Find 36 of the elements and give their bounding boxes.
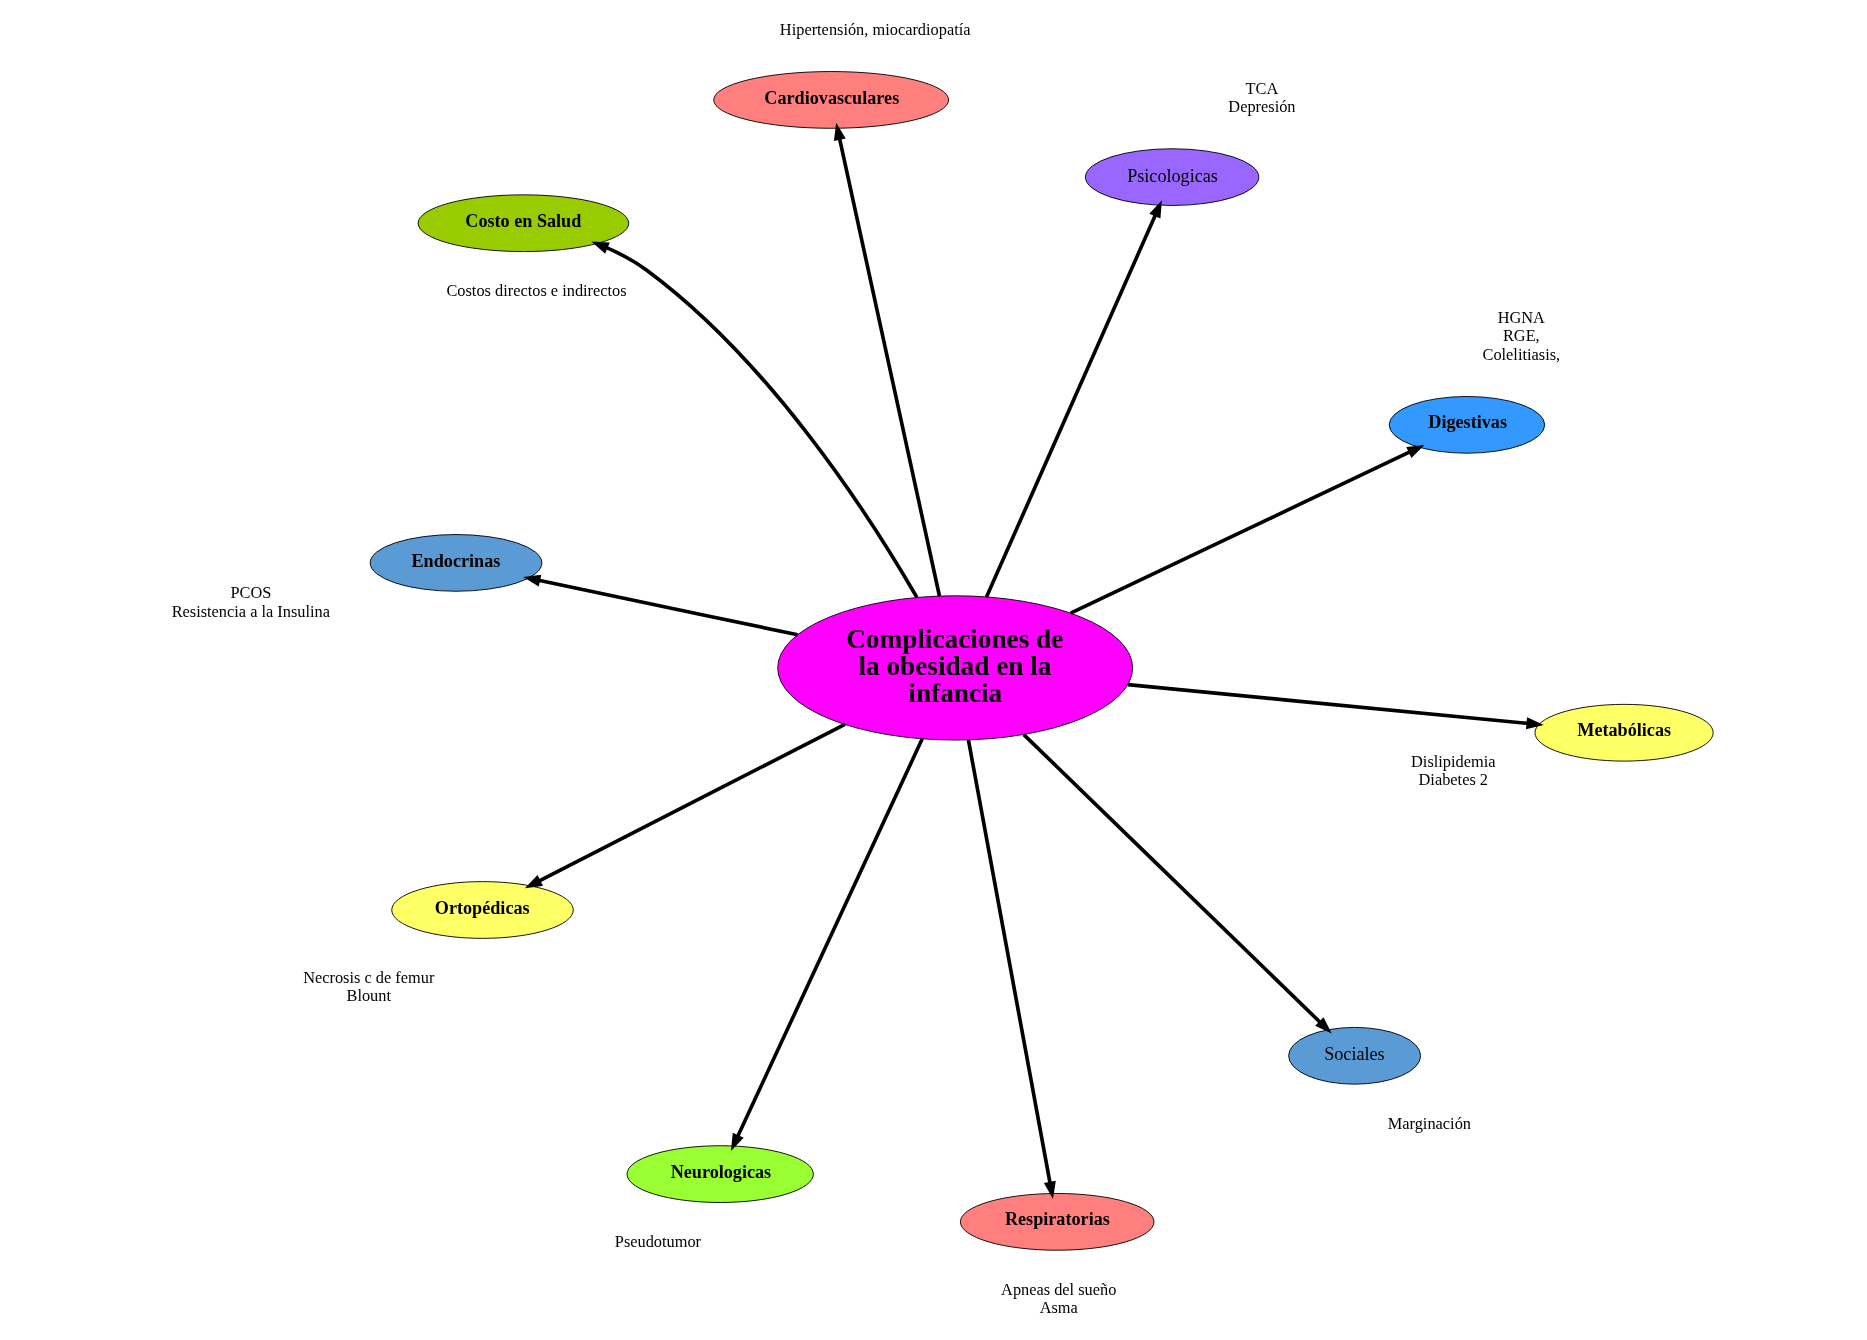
node-label: Hipertensión, miocardiopatía xyxy=(779,19,971,39)
arrow xyxy=(730,738,924,1151)
node-label: Apneas del sueño xyxy=(1001,1280,1117,1300)
node-label: Costos directos e indirectos xyxy=(446,281,627,301)
node-ellipse: Neurologicas xyxy=(626,1145,814,1203)
node-label: Colelitiasis, xyxy=(1482,344,1561,364)
node-label: Blount xyxy=(346,986,392,1006)
arrow xyxy=(524,722,846,889)
node-label: Dislipidemia xyxy=(1411,751,1496,771)
node-ellipse: Complicaciones de la obesidad en la infancia xyxy=(777,595,1134,741)
node-label: Asma xyxy=(1039,1298,1078,1318)
node-label: Pseudotumor xyxy=(614,1232,702,1252)
node-ellipse: Metabólicas xyxy=(1534,703,1714,762)
node-label: Resistencia a la Insulina xyxy=(171,601,331,621)
arrow xyxy=(1127,682,1544,730)
node-label: HGNA xyxy=(1497,308,1545,328)
arrow xyxy=(1069,445,1425,615)
node-label: PCOS xyxy=(230,583,272,603)
node-ellipse: Cardiovasculares xyxy=(713,71,950,129)
node-ellipse: Psicologicas xyxy=(1084,148,1260,206)
node-label: TCA xyxy=(1245,78,1279,98)
node-ellipse: Respiratorias xyxy=(959,1193,1155,1251)
node-ellipse: Sociales xyxy=(1288,1026,1422,1085)
arrow xyxy=(966,739,1056,1199)
arrow xyxy=(833,122,942,597)
node-label: Diabetes 2 xyxy=(1418,770,1489,790)
arrow xyxy=(1022,733,1332,1034)
node-label: Depresión xyxy=(1228,96,1296,116)
arrow xyxy=(984,200,1162,598)
node-ellipse: Digestivas xyxy=(1388,396,1546,454)
arrow xyxy=(591,241,919,599)
node-label: Necrosis c de femur xyxy=(303,968,435,988)
node-label: Marginación xyxy=(1387,1113,1471,1133)
node-label: RGE, xyxy=(1502,326,1540,346)
node-ellipse: Ortopédicas xyxy=(391,881,574,939)
arrow xyxy=(523,574,798,637)
